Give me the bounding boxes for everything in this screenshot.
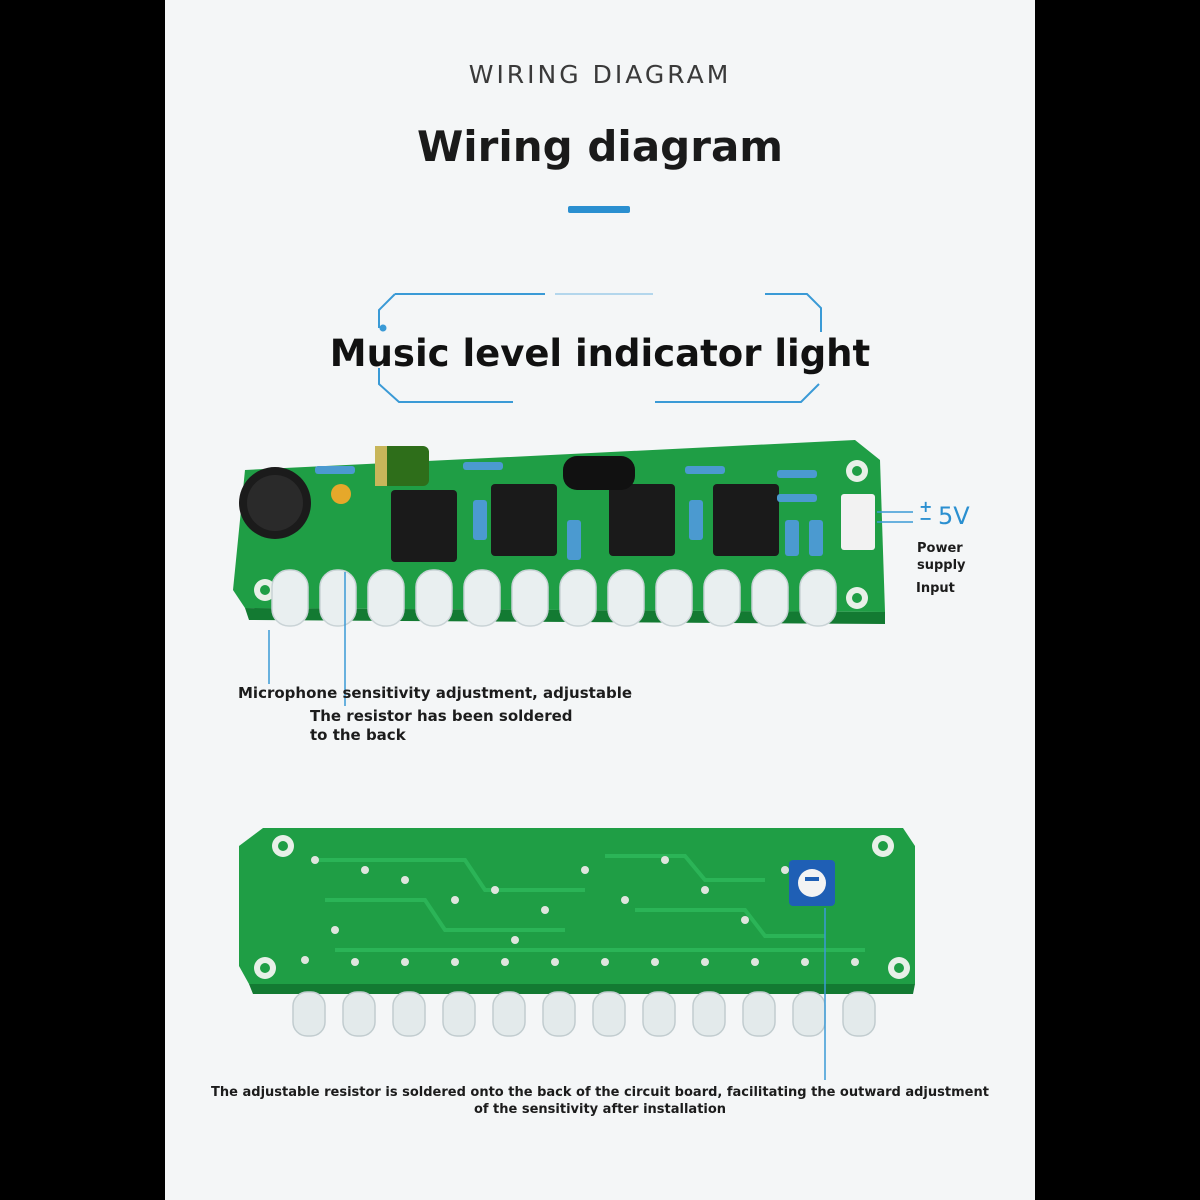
voltage-label: 5V [938, 502, 970, 530]
back-board-caption: The adjustable resistor is soldered onto… [211, 1085, 989, 1117]
subtitle-frame [378, 293, 822, 403]
front-board [233, 440, 885, 627]
page-title: Wiring diagram [416, 122, 784, 171]
input-label: Input [916, 581, 955, 596]
resistor-callout: The resistor has been soldered to the ba… [310, 707, 573, 744]
pcb-illustration [233, 440, 915, 1080]
subtitle: Music level indicator light [329, 332, 871, 375]
microphone-callout: Microphone sensitivity adjustment, adjus… [238, 684, 633, 702]
polarity-mark: + − [919, 497, 933, 528]
section-kicker: WIRING DIAGRAM [468, 60, 732, 89]
power-supply-label: Power supply [917, 541, 966, 573]
title-accent-bar [568, 206, 630, 213]
product-page: WIRING DIAGRAM Wiring diagram Music leve… [165, 0, 1035, 1200]
back-board [239, 828, 915, 1037]
